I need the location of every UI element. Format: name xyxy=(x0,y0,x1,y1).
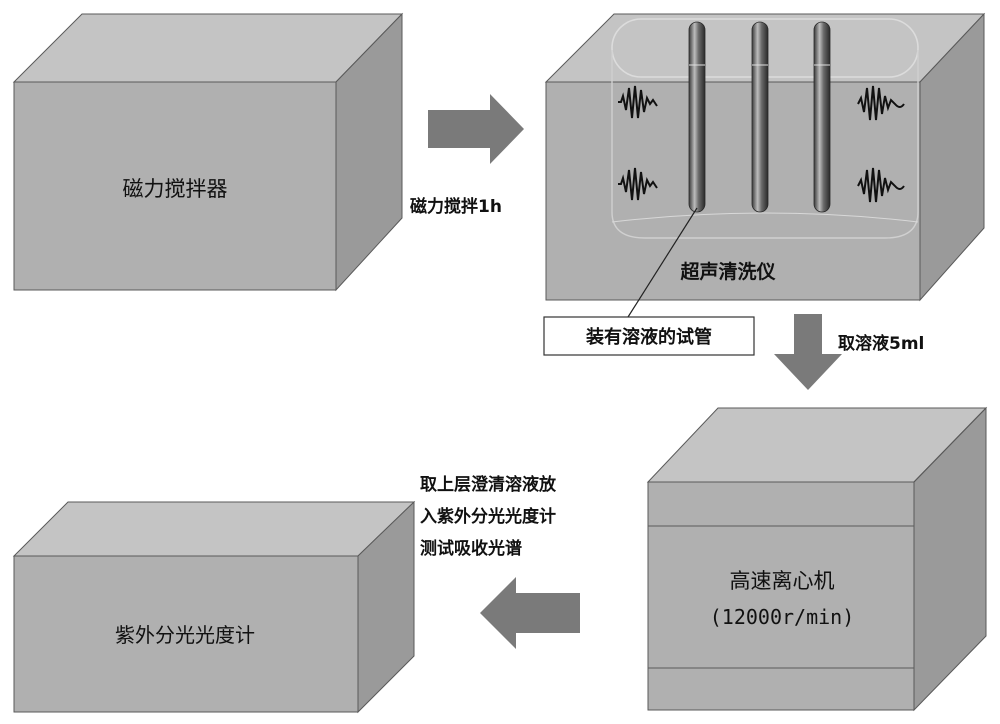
test-tube xyxy=(751,21,769,213)
water-tank-bottom xyxy=(611,211,919,239)
test-tube xyxy=(813,21,831,213)
box-top-face xyxy=(12,501,416,557)
uv-spectrophotometer-box: 紫外分光光度计 xyxy=(12,500,416,714)
ultrasonic-cleaner-box: 超声清洗仪 xyxy=(544,12,986,302)
box-front-face xyxy=(13,555,359,713)
step-stir-label: 磁力搅拌1h xyxy=(410,196,502,217)
centrifuge-name-label: 高速离心机 xyxy=(730,569,835,593)
ultrasonic-wave-icon xyxy=(857,85,905,121)
arrow-right-icon xyxy=(428,94,524,164)
callout-line xyxy=(627,207,698,318)
magnetic-stirrer-box: 磁力搅拌器 xyxy=(12,12,404,292)
test-tube xyxy=(688,21,706,213)
uv-spectrophotometer-label: 紫外分光光度计 xyxy=(115,623,255,647)
tube-callout-box xyxy=(543,316,755,356)
ultrasonic-wave-icon xyxy=(618,85,658,119)
arrow-down-icon xyxy=(774,314,842,390)
step-measure-line-1: 取上层澄清溶液放 xyxy=(420,474,557,495)
ultrasonic-wave-icon xyxy=(618,167,658,201)
ultrasonic-cleaner-label: 超声清洗仪 xyxy=(679,260,776,283)
tube-callout-label: 装有溶液的试管 xyxy=(586,326,712,348)
magnetic-stirrer-label: 磁力搅拌器 xyxy=(123,177,228,201)
arrow-left-icon xyxy=(480,577,580,649)
box-front-face xyxy=(647,481,915,711)
box-top-face xyxy=(12,13,404,83)
step-take-solution-label: 取溶液5ml xyxy=(838,333,924,354)
centrifuge-box: 高速离心机 (12000r/min) xyxy=(646,406,988,712)
step-measure-line-2: 入紫外分光光度计 xyxy=(420,506,556,527)
water-line xyxy=(611,212,919,223)
box-side-edge xyxy=(913,407,987,483)
step-measure-line-3: 测试吸收光谱 xyxy=(420,538,522,559)
ultrasonic-wave-icon xyxy=(857,167,905,203)
centrifuge-speed-label: (12000r/min) xyxy=(710,605,855,629)
box-front-face xyxy=(545,81,921,301)
box-front-face xyxy=(13,81,337,291)
